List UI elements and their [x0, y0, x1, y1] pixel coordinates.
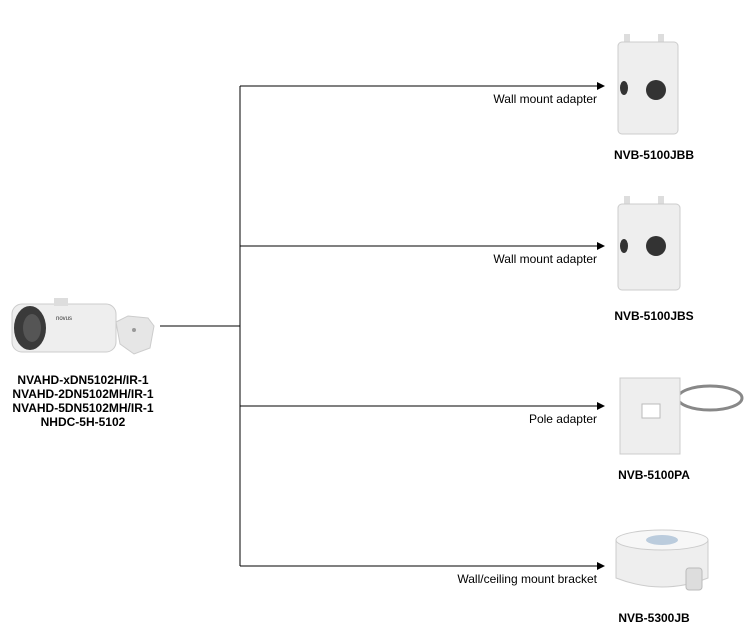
camera-models: NVAHD-xDN5102H/IR-1 NVAHD-2DN5102MH/IR-1… [0, 373, 166, 429]
junction-box-jbs-image [617, 196, 681, 291]
junction-box-jbb-image [617, 34, 679, 135]
edge-label: Wall mount adapter [493, 92, 597, 106]
edge-label: Wall mount adapter [493, 252, 597, 266]
pole-adapter-image [619, 377, 744, 455]
accessory-name: NVB-5100JBS [614, 309, 694, 323]
mount-bracket-image [615, 529, 709, 591]
camera-model: NVAHD-5DN5102MH/IR-1 [12, 401, 154, 415]
edge-label: Wall/ceiling mount bracket [457, 572, 597, 586]
edge-label: Pole adapter [528, 412, 597, 426]
accessory-name: NVB-5300JB [618, 611, 690, 625]
camera-model: NVAHD-xDN5102H/IR-1 [17, 373, 149, 387]
camera-model: NVAHD-2DN5102MH/IR-1 [12, 387, 154, 401]
bullet-camera-image: novus [11, 298, 155, 355]
camera-logo: novus [56, 316, 72, 322]
accessory-name: NVB-5100JBB [613, 148, 695, 162]
camera-model: NHDC-5H-5102 [40, 415, 126, 429]
accessory-name: NVB-5100PA [618, 468, 690, 482]
